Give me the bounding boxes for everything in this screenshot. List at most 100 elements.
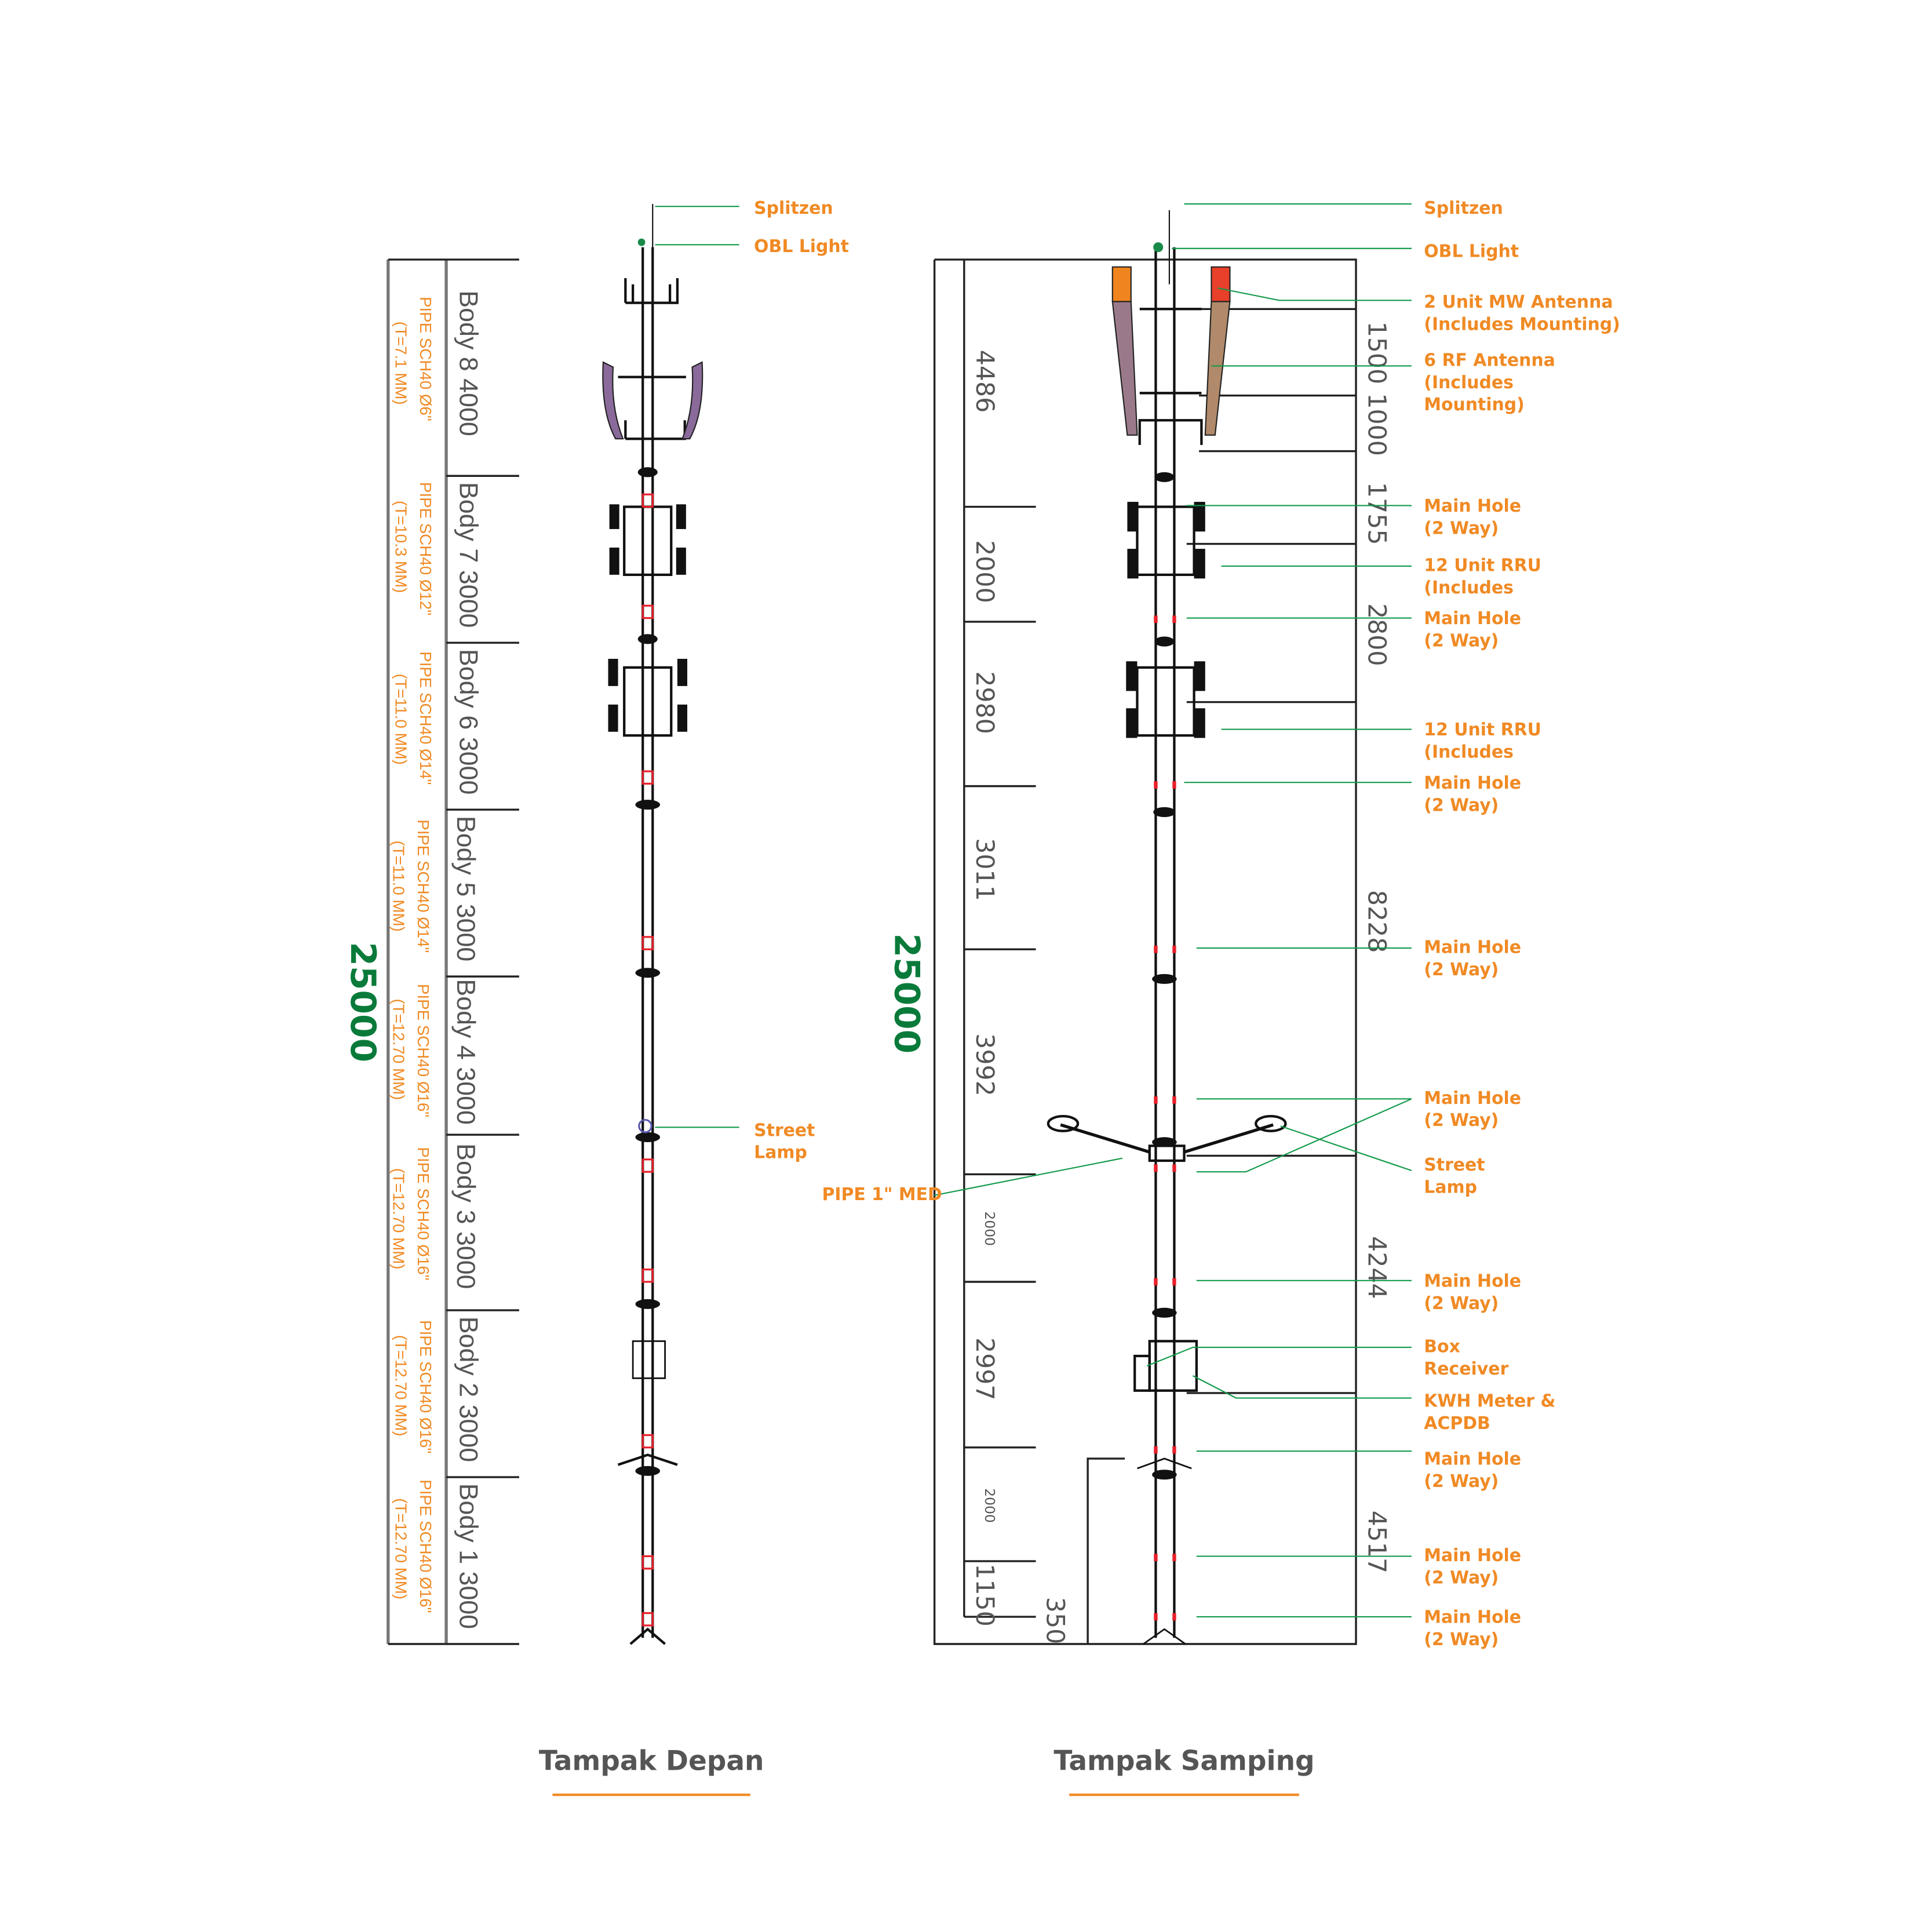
side-view: 25000 4486 2000 2980 3011 3992 2000 2997… <box>822 198 1620 1796</box>
callout-line: Box <box>1424 1337 1460 1357</box>
callout-obl-light: OBL Light <box>1424 242 1519 262</box>
callout-line: 12 Unit RRU <box>1424 720 1541 740</box>
callout-line: 6 RF Antenna <box>1424 350 1555 370</box>
callout-line: (Includes <box>1424 578 1514 598</box>
callout-main-hole: Main Hole(2 Way) <box>1424 1449 1521 1492</box>
side-dim-left-6: 2997 <box>970 1337 999 1401</box>
side-dimension-frame <box>933 258 1357 1645</box>
body-1-label: Body 1 3000 <box>454 1483 483 1629</box>
callout-main-hole: Main Hole(2 Way) <box>1424 1088 1521 1131</box>
callout-line: (2 Way) <box>1424 1110 1499 1131</box>
callout-line: (2 Way) <box>1424 960 1499 980</box>
side-dim-left-3: 3011 <box>970 838 999 901</box>
side-dim-left-0: 4486 <box>970 350 999 413</box>
callout-line: Receiver <box>1424 1359 1508 1379</box>
body-7-pipe: PIPE SCH40 Ø12" <box>417 482 435 615</box>
body-7-thickness: (T=10.3 MM) <box>392 501 410 593</box>
callout-splitzen: Splitzen <box>1424 198 1503 218</box>
body-7-label: Body 7 3000 <box>454 482 483 628</box>
body-8-pipe: PIPE SCH40 Ø6" <box>417 297 435 421</box>
body-4-pipe: PIPE SCH40 Ø16" <box>414 984 432 1117</box>
callout-line: (Includes <box>1424 742 1514 763</box>
callout-line: Mounting) <box>1424 395 1525 415</box>
callout-line: Main Hole <box>1424 1545 1521 1566</box>
callout-line: 12 Unit RRU <box>1424 555 1541 575</box>
callout-line: (2 Way) <box>1424 518 1499 538</box>
callout-line: Main Hole <box>1424 496 1521 516</box>
callout-main-hole: Main Hole(2 Way) <box>1424 608 1521 651</box>
callout-line: (2 Way) <box>1424 1471 1499 1492</box>
callout-main-hole: Main Hole(2 Way) <box>1424 938 1521 980</box>
callout-line: (2 Way) <box>1424 1568 1499 1588</box>
body-1-pipe: PIPE SCH40 Ø16" <box>417 1479 435 1613</box>
front-callout-street-lamp: Street <box>754 1120 815 1140</box>
callout-line: OBL Light <box>1424 242 1519 262</box>
body-5-thickness: (T=11.0 MM) <box>389 840 407 931</box>
side-callouts: Splitzen OBL Light 2 Unit MW Antenna (Inc… <box>1424 198 1620 1650</box>
callout-line: Main Hole <box>1424 608 1521 629</box>
side-dim-right-4: 8228 <box>1362 890 1391 953</box>
callout-main-hole: Main Hole(2 Way) <box>1424 773 1521 815</box>
side-dim-left-4: 3992 <box>970 1033 999 1096</box>
front-view: 25000 Body 8 4000 Body 7 3000 Body 6 300… <box>342 198 849 1796</box>
callout-line: ACPDB <box>1424 1413 1490 1434</box>
body-6-label: Body 6 3000 <box>454 649 483 794</box>
callout-line: Splitzen <box>1424 198 1503 218</box>
body-2-pipe: PIPE SCH40 Ø16" <box>417 1320 435 1453</box>
front-dimension-frame <box>387 258 519 1645</box>
front-callout-obl-light: OBL Light <box>754 236 849 257</box>
callout-rru: 12 Unit RRU(Includes <box>1424 720 1541 762</box>
callout-mw-antenna: 2 Unit MW Antenna (Includes Mounting) <box>1424 292 1620 334</box>
callout-line: (Includes Mounting) <box>1424 315 1620 335</box>
body-3-pipe: PIPE SCH40 Ø16" <box>414 1147 432 1280</box>
body-5-pipe: PIPE SCH40 Ø14" <box>414 819 432 953</box>
callout-line: (2 Way) <box>1424 1630 1499 1650</box>
callout-main-hole: Main Hole(2 Way) <box>1424 496 1521 538</box>
callout-line: (2 Way) <box>1424 631 1499 651</box>
callout-line: Main Hole <box>1424 1449 1521 1470</box>
body-4-label: Body 4 3000 <box>451 979 480 1124</box>
body-1-thickness: (T=12.70 MM) <box>392 1498 410 1599</box>
front-view-title: Tampak Depan <box>539 1745 764 1777</box>
side-total-height: 25000 <box>886 933 926 1054</box>
front-total-height: 25000 <box>342 942 382 1062</box>
body-3-label: Body 3 3000 <box>451 1143 480 1289</box>
callout-line: (Includes <box>1424 373 1514 393</box>
side-pole <box>1047 210 1287 1645</box>
side-dim-left-1: 2000 <box>970 540 999 603</box>
callout-main-hole: Main Hole(2 Way) <box>1424 1545 1521 1588</box>
side-dim-right-0: 1500 <box>1362 322 1391 385</box>
callout-line: (2 Way) <box>1424 795 1499 815</box>
side-dim-left-2: 2980 <box>970 671 999 734</box>
body-6-thickness: (T=11.0 MM) <box>392 674 410 765</box>
side-dim-right-2: 1755 <box>1362 482 1391 545</box>
body-6-pipe: PIPE SCH40 Ø14" <box>417 651 435 785</box>
callout-line: Street <box>1424 1155 1485 1175</box>
body-8-thickness: (T=7.1 MM) <box>392 322 410 405</box>
callout-line: Main Hole <box>1424 773 1521 793</box>
body-5-label: Body 5 3000 <box>451 816 480 961</box>
side-dim-left-5: 2000 <box>982 1211 998 1246</box>
callout-main-hole: Main Hole(2 Way) <box>1424 1271 1521 1314</box>
side-dim-right-1: 1000 <box>1362 393 1391 456</box>
body-2-thickness: (T=12.70 MM) <box>392 1335 410 1437</box>
callout-line: Lamp <box>1424 1177 1477 1197</box>
callout-main-hole: Main Hole(2 Way) <box>1424 1607 1521 1650</box>
side-dim-right-5: 4244 <box>1362 1236 1391 1299</box>
body-4-thickness: (T=12.70 MM) <box>389 999 407 1100</box>
side-dim-left-7: 2000 <box>982 1488 998 1523</box>
callout-line: Main Hole <box>1424 1607 1521 1628</box>
front-callout-splitzen: Splitzen <box>754 198 833 218</box>
front-callout-street-lamp-2: Lamp <box>754 1143 807 1163</box>
side-dim-right-3: 2800 <box>1362 603 1391 666</box>
callout-kwh-meter: KWH Meter &ACPDB <box>1424 1391 1555 1433</box>
callout-line: 2 Unit MW Antenna <box>1424 292 1613 312</box>
body-2-label: Body 2 3000 <box>454 1317 483 1462</box>
callout-line: Main Hole <box>1424 1271 1521 1292</box>
side-dim-left-8: 1150 <box>970 1563 999 1627</box>
body-8-label: Body 8 4000 <box>454 290 483 436</box>
front-pole <box>602 203 703 1645</box>
